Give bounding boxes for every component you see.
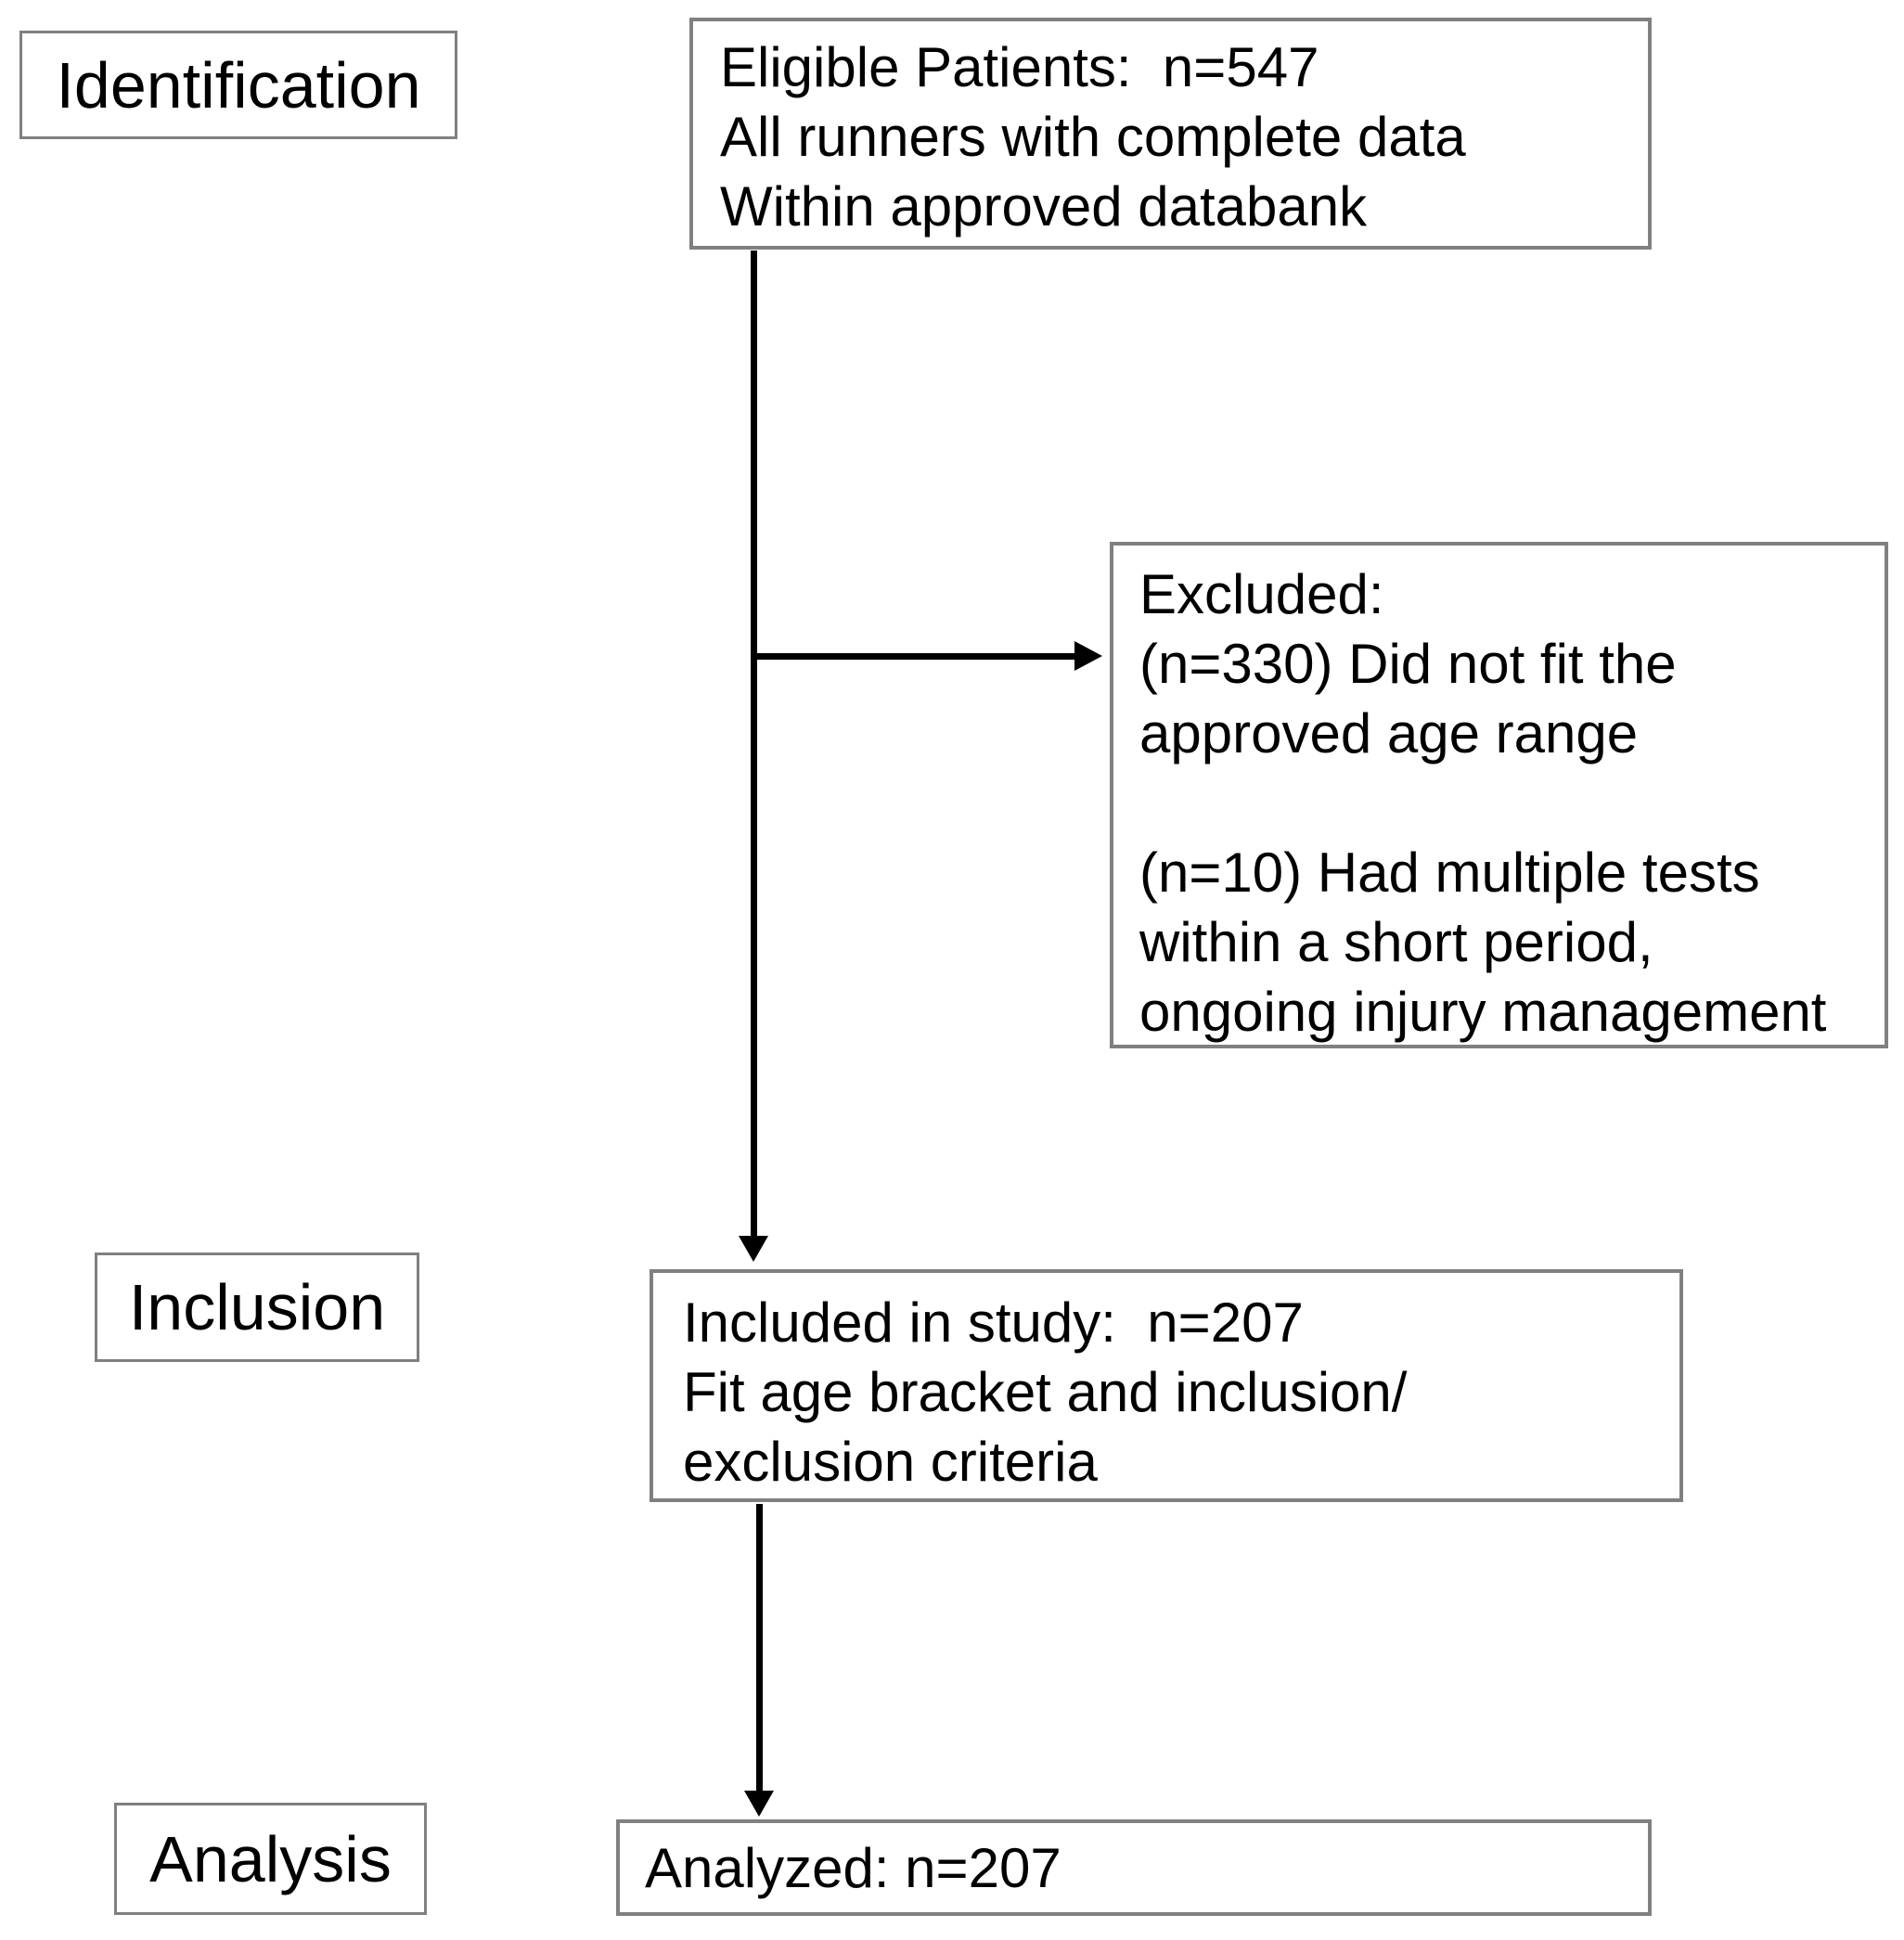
included-in-study-box: Included in study: n=207 Fit age bracket… <box>650 1269 1683 1502</box>
excluded-patients-box: Excluded: (n=330) Did not fit the approv… <box>1110 542 1888 1048</box>
analyzed-box: Analyzed: n=207 <box>616 1819 1652 1916</box>
arrow-included-to-analyzed-arrowhead-icon <box>744 1791 774 1817</box>
arrow-branch-to-excluded-line <box>753 653 1074 660</box>
arrow-included-to-analyzed-line <box>756 1504 763 1792</box>
analysis-stage-box: Analysis <box>114 1803 427 1915</box>
arrow-eligible-to-included-line <box>751 251 757 1236</box>
arrow-branch-to-excluded-arrowhead-icon <box>1074 641 1102 671</box>
arrow-eligible-to-included-arrowhead-icon <box>739 1236 768 1262</box>
identification-stage-box: Identification <box>19 31 457 139</box>
inclusion-stage-box: Inclusion <box>95 1253 419 1362</box>
eligible-patients-box: Eligible Patients: n=547 All runners wit… <box>689 18 1652 250</box>
